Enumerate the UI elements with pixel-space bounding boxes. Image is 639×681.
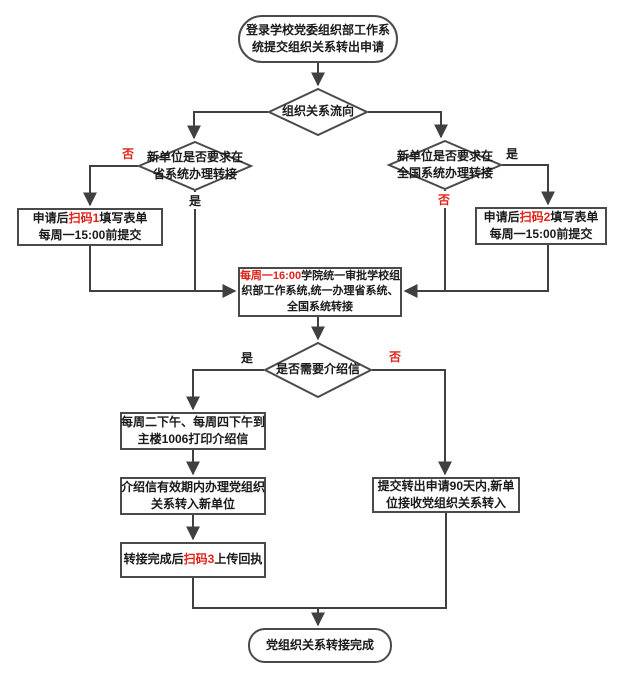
node-start: 登录学校党委组织部工作系 统提交组织关系转出申请 — [238, 15, 398, 63]
edge-label-national-no: 否 — [436, 191, 453, 208]
node-decision-need-letter: 是否需要介绍信 — [262, 341, 374, 399]
scan2-line1: 申请后扫码2填写表单 — [484, 209, 599, 226]
edge-merge-bottom — [192, 513, 447, 609]
edge-label-letter-no: 否 — [389, 350, 402, 364]
node-box-scan2-form: 申请后扫码2填写表单 每周一15:00前提交 — [475, 207, 607, 245]
decision-letter-label: 是否需要介绍信 — [275, 362, 360, 377]
scan1-code-red: 扫码1 — [68, 210, 100, 225]
decision-flow-label: 组织关系流向 — [281, 104, 354, 119]
review-line1-rest: 学院统一审批学校组 — [301, 269, 401, 282]
review-line3: 全国系统转接 — [287, 300, 353, 313]
print-line1: 每周二下午、每周四下午到 — [121, 414, 266, 429]
edge-label-province-yes: 是 — [187, 192, 204, 209]
diamond-shape — [136, 140, 254, 192]
scan1-line2: 每周一15:00前提交 — [38, 228, 142, 242]
decision-province-line2: 省系统办理转接 — [152, 167, 237, 181]
transfer-line1: 介绍信有效期内办理党组织 — [121, 479, 266, 494]
review-time-red: 每周一16:00 — [239, 269, 302, 282]
diamond-shape — [262, 341, 374, 399]
scan1-post: 填写表单 — [99, 210, 148, 225]
scan1-line1: 申请后扫码1填写表单 — [33, 210, 148, 227]
edge-flow-to-national — [368, 111, 448, 139]
transfer-line2: 关系转入新单位 — [150, 497, 235, 511]
review-line1: 每周一16:00学院统一审批学校组 — [240, 269, 400, 284]
node-box-weekly-review: 每周一16:00学院统一审批学校组 织部工作系统,统一办理省系统、 全国系统转接 — [238, 267, 402, 317]
scan1-pre: 申请后 — [32, 210, 69, 225]
receipt-line1: 转接完成后扫码3上传回执 — [124, 551, 263, 568]
scan2-line2: 每周一15:00前提交 — [489, 227, 593, 241]
edge-national-yes-to-scan2 — [502, 164, 555, 206]
scan2-code-red: 扫码2 — [519, 209, 551, 224]
print-line2: 主楼1006打印介绍信 — [137, 432, 249, 446]
node-box-scan1-form: 申请后扫码1填写表单 每周一15:00前提交 — [17, 208, 163, 246]
edge-label-letter-yes: 是 — [241, 351, 254, 365]
receipt-post: 上传回执 — [214, 552, 263, 567]
edge-flow-to-province — [187, 111, 268, 140]
node-decision-province-system: 新单位是否要求在 省系统办理转接 — [136, 140, 254, 192]
start-line1: 登录学校党委组织部工作系 — [245, 22, 390, 37]
node-box-print-letter: 每周二下午、每周四下午到 主楼1006打印介绍信 — [120, 412, 266, 450]
diamond-shape — [386, 139, 504, 191]
decision-province-line1: 新单位是否要求在 — [146, 149, 243, 164]
edge-scan2-to-review — [403, 245, 549, 298]
edge-province-no-to-scan1 — [83, 165, 138, 207]
diamond-shape — [266, 87, 370, 137]
edge-letter-no-to-90days — [372, 369, 452, 476]
edge-letter-yes-to-print — [186, 369, 264, 411]
node-box-90days-receive: 提交转出申请90天内,新单 位接收党组织关系转入 — [372, 477, 520, 513]
review-line2: 织部工作系统,统一办理省系统、 — [241, 285, 399, 298]
scan2-post: 填写表单 — [550, 209, 599, 224]
node-decision-flow-direction: 组织关系流向 — [266, 87, 370, 137]
node-end: 党组织关系转接完成 — [248, 628, 392, 663]
node-box-upload-receipt: 转接完成后扫码3上传回执 — [120, 542, 266, 578]
edge-label-national-yes: 是 — [506, 147, 519, 161]
edge-label-province-no: 否 — [122, 147, 135, 161]
end-label: 党组织关系转接完成 — [265, 637, 374, 652]
node-decision-national-system: 新单位是否要求在 全国系统办理转接 — [386, 139, 504, 191]
receipt-pre: 转接完成后 — [123, 552, 184, 567]
90days-line2: 位接收党组织关系转入 — [385, 496, 506, 510]
node-box-transfer-validity: 介绍信有效期内办理党组织 关系转入新单位 — [120, 477, 266, 515]
scan2-pre: 申请后 — [483, 209, 520, 224]
decision-national-line2: 全国系统办理转接 — [396, 166, 493, 180]
start-line2: 统提交组织关系转出申请 — [251, 40, 384, 54]
receipt-code-red: 扫码3 — [183, 552, 215, 567]
edge-scan1-to-review — [89, 246, 237, 298]
decision-national-line1: 新单位是否要求在 — [396, 148, 493, 163]
90days-line1: 提交转出申请90天内,新单 — [377, 478, 515, 493]
